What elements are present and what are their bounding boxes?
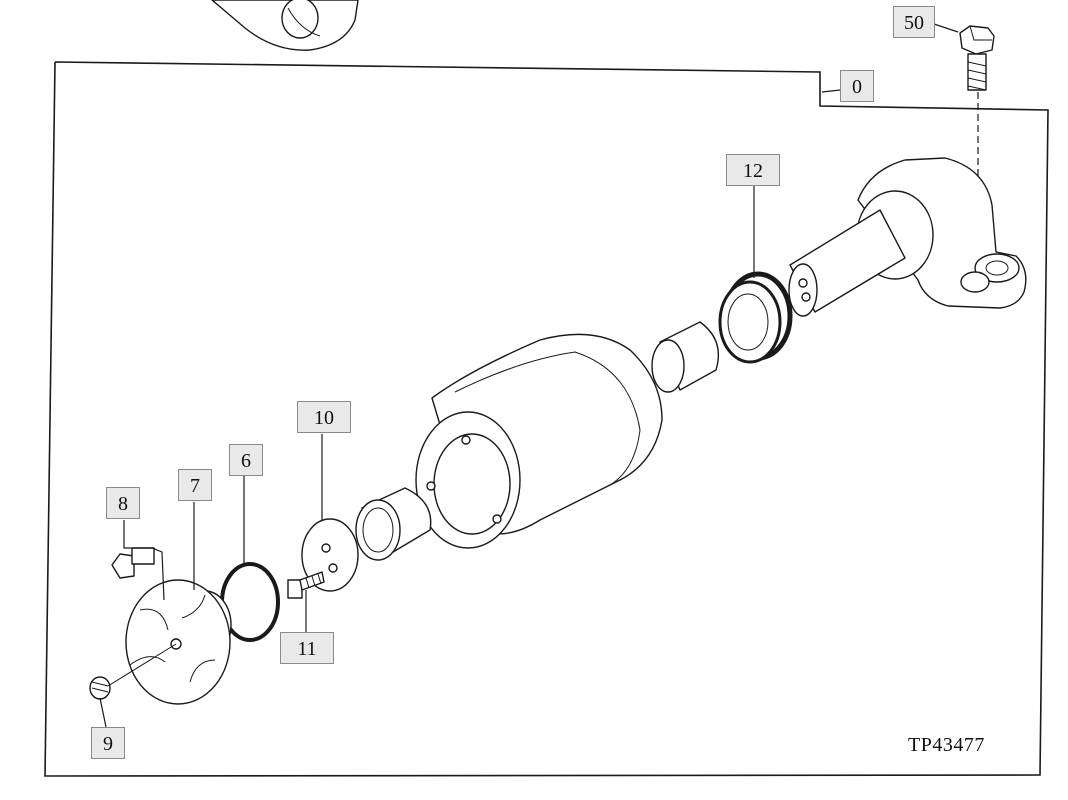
leader-9 [99,697,107,728]
callout-11: 11 [280,632,334,664]
figure-reference-code: TP43477 [908,734,985,756]
callout-8: 8 [106,487,140,519]
callout-0: 0 [840,70,874,102]
nut-part [89,676,111,700]
shaft-housing-part [788,157,1027,317]
bushing-part [651,321,720,393]
leader-50 [933,23,959,33]
callout-10: 10 [297,401,351,433]
callout-9: 9 [91,727,125,759]
leader-8 [123,520,165,601]
end-cap-part [125,579,232,705]
sleeve-part [355,487,432,561]
leader-0 [821,89,841,93]
callout-50: 50 [893,6,935,38]
plate-part [301,518,359,592]
callout-6: 6 [229,444,263,476]
bolt-part [111,547,155,579]
cap-screw-part [959,25,995,91]
seal-part [718,271,793,364]
roller-body-part [415,333,663,549]
small-screw-part [287,571,325,599]
top-bracket-part [211,0,359,51]
center-axis-line [107,643,177,687]
callout-7: 7 [178,469,212,501]
callout-12: 12 [726,154,780,186]
frame-border [44,61,1049,777]
